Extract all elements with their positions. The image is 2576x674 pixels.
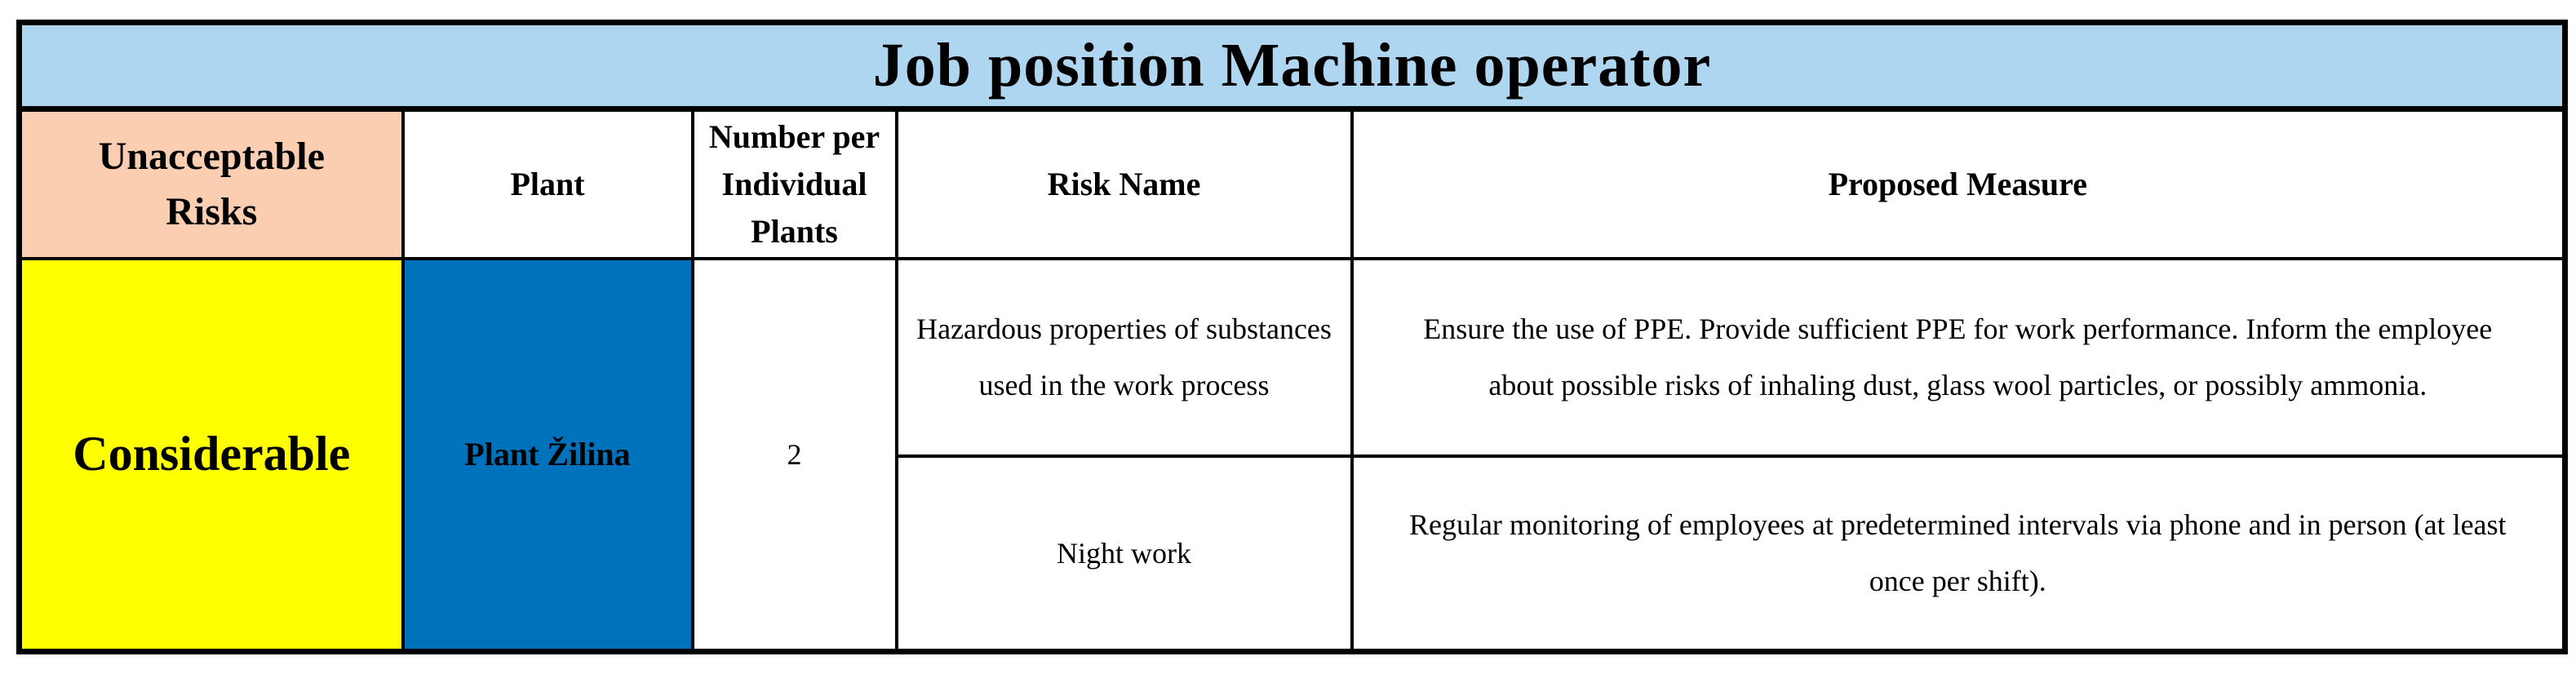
column-header-unacceptable-risks: Unacceptable Risks: [17, 107, 405, 260]
risk-row-night-work: Night work Regular monitoring of employe…: [20, 454, 2567, 654]
risk-assessment-table: Job position Machine operator Unacceptab…: [16, 20, 2569, 654]
plant-name-cell: Plant Žilina: [401, 256, 694, 654]
column-header-risk-name: Risk Name: [894, 107, 1354, 260]
proposed-measure-cell: Regular monitoring of employees at prede…: [1350, 454, 2567, 654]
column-header-plant: Plant: [401, 107, 694, 260]
table-title: Job position Machine operator: [17, 20, 2567, 112]
column-header-proposed-measure: Proposed Measure: [1350, 107, 2567, 260]
title-row: Job position Machine operator: [17, 20, 2567, 112]
proposed-measure-cell: Ensure the use of PPE. Provide sufficien…: [1350, 256, 2567, 458]
risk-name-cell: Hazardous properties of substances used …: [894, 256, 1354, 458]
column-header-row: Unacceptable Risks Plant Number per Indi…: [17, 107, 2567, 260]
column-header-number-per-individual-plants: Number per Individual Plants: [690, 107, 898, 260]
risk-row-hazardous-substances: Considerable Plant Žilina 2 Hazardous pr…: [17, 256, 2567, 654]
number-per-plant-cell: 2: [690, 256, 898, 654]
risk-level-cell: Considerable: [17, 256, 405, 654]
risk-name-cell: Night work: [894, 454, 1354, 654]
